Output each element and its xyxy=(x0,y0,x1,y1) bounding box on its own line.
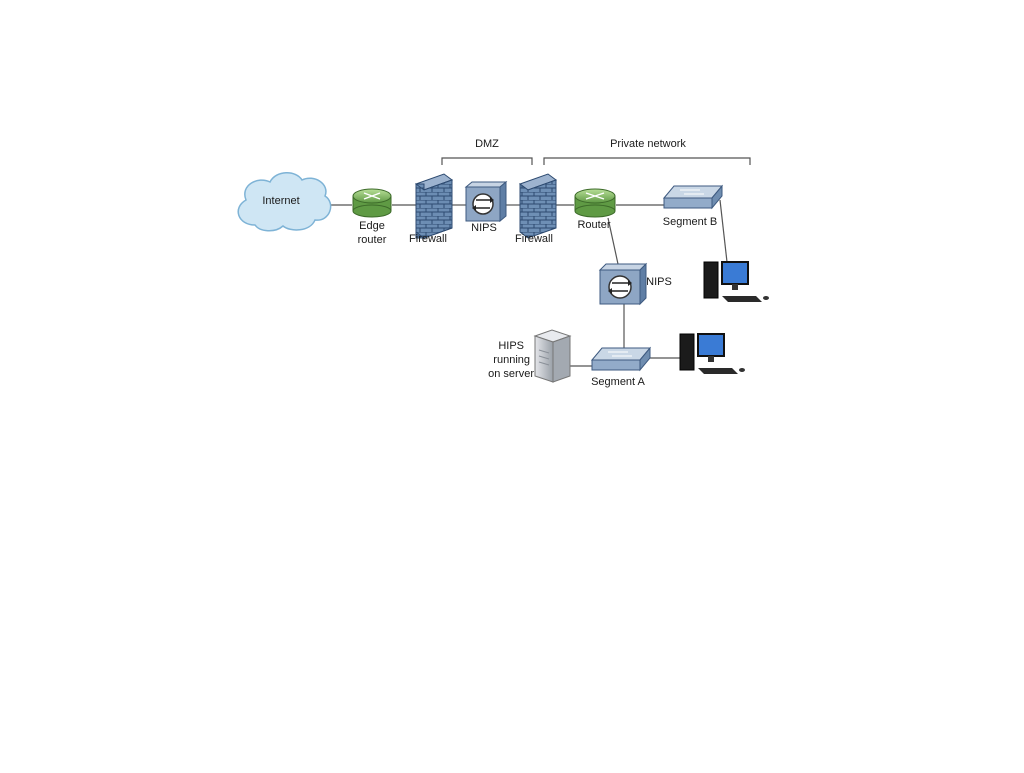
firewall-label: Firewall xyxy=(409,233,447,245)
dmz-bracket xyxy=(441,157,533,165)
nips-label: NIPS xyxy=(646,276,672,288)
firewall-icon xyxy=(414,173,454,239)
workstation-icon xyxy=(679,333,745,374)
workstation-icon xyxy=(703,261,769,302)
private-network-label: Private network xyxy=(610,138,686,150)
switch-icon xyxy=(590,346,652,372)
nips-icon xyxy=(598,262,648,306)
segment-a-label: Segment A xyxy=(591,376,645,388)
internet-label: Internet xyxy=(262,195,300,207)
hips-label-line2: running xyxy=(493,354,530,366)
nips-icon xyxy=(464,180,508,223)
edge-router-label: Edge xyxy=(359,220,385,232)
dmz-label: DMZ xyxy=(475,138,499,150)
hips-label: HIPS xyxy=(498,340,524,352)
server-icon xyxy=(533,329,572,383)
edge-router-label-line2: router xyxy=(357,234,387,246)
router-icon xyxy=(574,188,616,218)
internet-cloud-icon xyxy=(237,172,332,232)
router-label: Router xyxy=(577,219,611,231)
edge-router-icon xyxy=(352,188,392,218)
hips-label-line3: on server xyxy=(488,368,534,380)
firewall-label: Firewall xyxy=(515,233,553,245)
segment-b-label: Segment B xyxy=(662,216,718,228)
firewall-icon xyxy=(518,173,558,239)
connections xyxy=(326,199,728,367)
private-network-bracket xyxy=(543,157,751,165)
nips-label: NIPS xyxy=(471,222,497,234)
switch-icon xyxy=(662,184,724,210)
